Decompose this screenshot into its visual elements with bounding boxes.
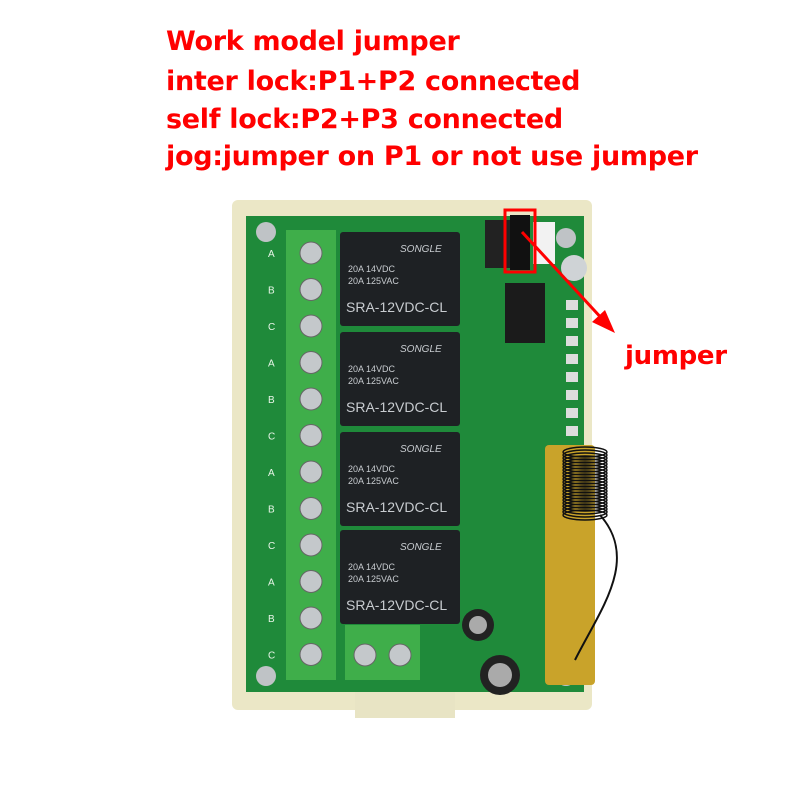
annotation-interlock: inter lock:P1+P2 connected [166,66,581,97]
pad [566,300,578,310]
antenna-coil-turn [562,506,608,518]
antenna-wire [574,514,618,661]
relay-brand: SONGLE [400,542,442,553]
antenna-coil-turn [562,464,608,476]
terminal-screw [299,533,323,557]
relay-rating: 20A 125VAC [348,276,399,286]
pad [566,372,578,382]
pad [566,354,578,364]
relay-rating: 20A 125VAC [348,476,399,486]
pad [566,336,578,346]
callout-arrow-line [520,230,607,324]
relay-rating: 20A 14VDC [348,464,396,474]
relay-brand: SONGLE [400,344,442,355]
terminal-screw [299,570,323,593]
antenna-coil-turn [562,488,608,500]
relay [340,332,460,426]
relay-rating: 20A 125VAC [348,574,399,584]
antenna-coil-turn [562,446,608,458]
annotation-selflock: self lock:P2+P3 connected [166,104,563,135]
antenna-coil-turn [562,473,608,485]
terminal-screw [299,278,323,301]
antenna-coil-turn [562,500,608,512]
terminal-label: C [268,651,275,662]
antenna-coil-turn [562,482,608,494]
pad [566,318,578,328]
relay [340,232,460,326]
terminal-screw [299,314,323,338]
terminal-screw [299,387,323,411]
terminal-screw [299,460,323,484]
terminal-screw [299,241,323,265]
relay [340,530,460,624]
terminal-label: A [268,249,275,260]
antenna-coil-turn [562,452,608,464]
terminal-label: B [268,614,275,625]
antenna-coil-turn [562,461,608,473]
terminal-screw [299,424,323,447]
antenna-coil-turn [562,479,608,491]
pad [566,390,578,400]
antenna-coil-turn [562,458,608,470]
relay [340,432,460,526]
antenna-coil-turn [562,467,608,479]
terminal-screw [299,606,323,630]
antenna-coil-turn [562,455,608,467]
terminal-label: B [268,505,275,516]
relay-rating: 20A 14VDC [348,264,396,274]
antenna-coil-turn [562,503,608,515]
relay-rating: 20A 125VAC [348,376,399,386]
pad [566,408,578,418]
antenna-coil-turn [562,470,608,482]
terminal-screw [299,643,323,666]
annotation-title: Work model jumper [166,26,460,57]
terminal-label: A [268,468,275,479]
antenna-coil-turn [562,491,608,503]
terminal-label: A [268,578,275,589]
relay-rating: 20A 14VDC [348,562,396,572]
jumper-callout: jumper [625,341,727,371]
relay-model: SRA-12VDC-CL [346,597,447,613]
connector [533,222,555,264]
relay-brand: SONGLE [400,244,442,255]
terminal-screw [299,497,323,520]
terminal-label: B [268,395,275,406]
relay-model: SRA-12VDC-CL [346,399,447,415]
terminal-screw [388,643,412,667]
terminal-label: B [268,286,275,297]
jumper-header [510,215,530,270]
terminal-screw [353,643,377,667]
terminal-screw [299,351,323,374]
terminal-label: A [268,359,275,370]
relay-model: SRA-12VDC-CL [346,299,447,315]
mounting-screw [256,222,276,242]
terminal-label: C [268,322,275,333]
mounting-screw [256,666,276,686]
relay-brand: SONGLE [400,444,442,455]
led [561,255,587,281]
terminal-label: C [268,541,275,552]
mounting-screw [556,228,576,248]
antenna-coil-turn [562,494,608,506]
antenna-coil-turn [562,497,608,509]
terminal-label: C [268,432,275,443]
ic-u1 [505,283,545,343]
callout-arrowhead [592,310,615,333]
enclosure-tab [355,690,455,718]
jumper-highlight-box [503,208,537,274]
terminal-block [286,230,336,680]
annotation-jog: jog:jumper on P1 or not use jumper [166,141,698,172]
antenna-coil-turn [562,509,608,521]
relay-rating: 20A 14VDC [348,364,396,374]
antenna-coil-turn [562,449,608,461]
antenna-coil-turn [562,485,608,497]
antenna-coil-turn [562,476,608,488]
pad [566,426,578,436]
relay-model: SRA-12VDC-CL [346,499,447,515]
